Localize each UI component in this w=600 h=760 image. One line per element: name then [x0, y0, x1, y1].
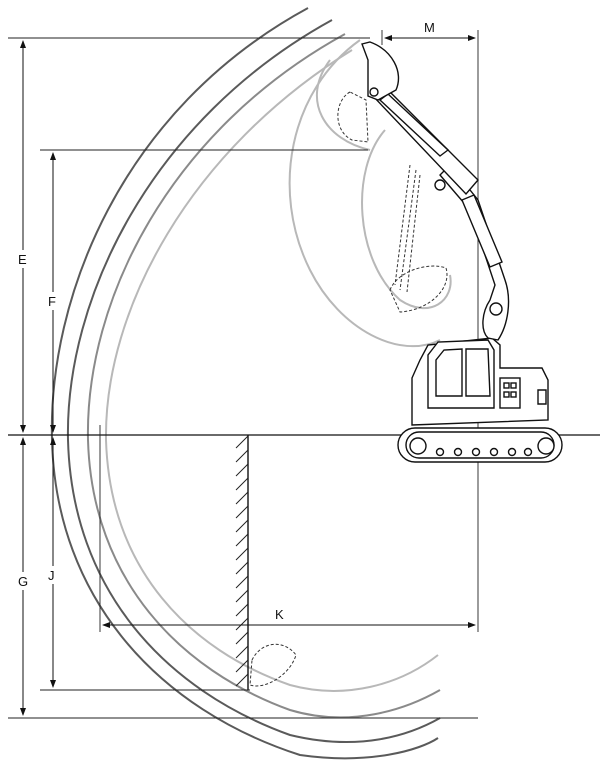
- track-rollers: [409, 437, 555, 457]
- excavator: [361, 41, 563, 463]
- boom-cylinder: [461, 194, 503, 268]
- bucket-sweep-arc-1: [316, 59, 371, 151]
- ghost-bucket-positions: [249, 91, 448, 687]
- max-reach-arc-outer: [50, 7, 439, 760]
- label-M: M: [424, 20, 435, 35]
- arm-cylinder: [378, 93, 450, 157]
- label-F: F: [48, 294, 56, 309]
- label-E: E: [18, 252, 27, 267]
- trench-hatching: [235, 435, 249, 687]
- bucket: [361, 41, 400, 101]
- bucket-sweep-arc-2: [288, 39, 441, 348]
- max-reach-arc-2: [66, 19, 441, 744]
- dimension-lines: [20, 35, 476, 716]
- label-J: J: [48, 568, 55, 583]
- bucket-sweep-arc-3: [361, 129, 452, 310]
- reach-arc-3: [86, 33, 441, 719]
- reach-arcs: [50, 7, 452, 760]
- cab-window: [435, 348, 463, 397]
- trench-wall: [235, 435, 249, 690]
- label-G: G: [18, 574, 28, 589]
- label-K: K: [275, 607, 284, 622]
- reach-arc-4: [104, 49, 439, 692]
